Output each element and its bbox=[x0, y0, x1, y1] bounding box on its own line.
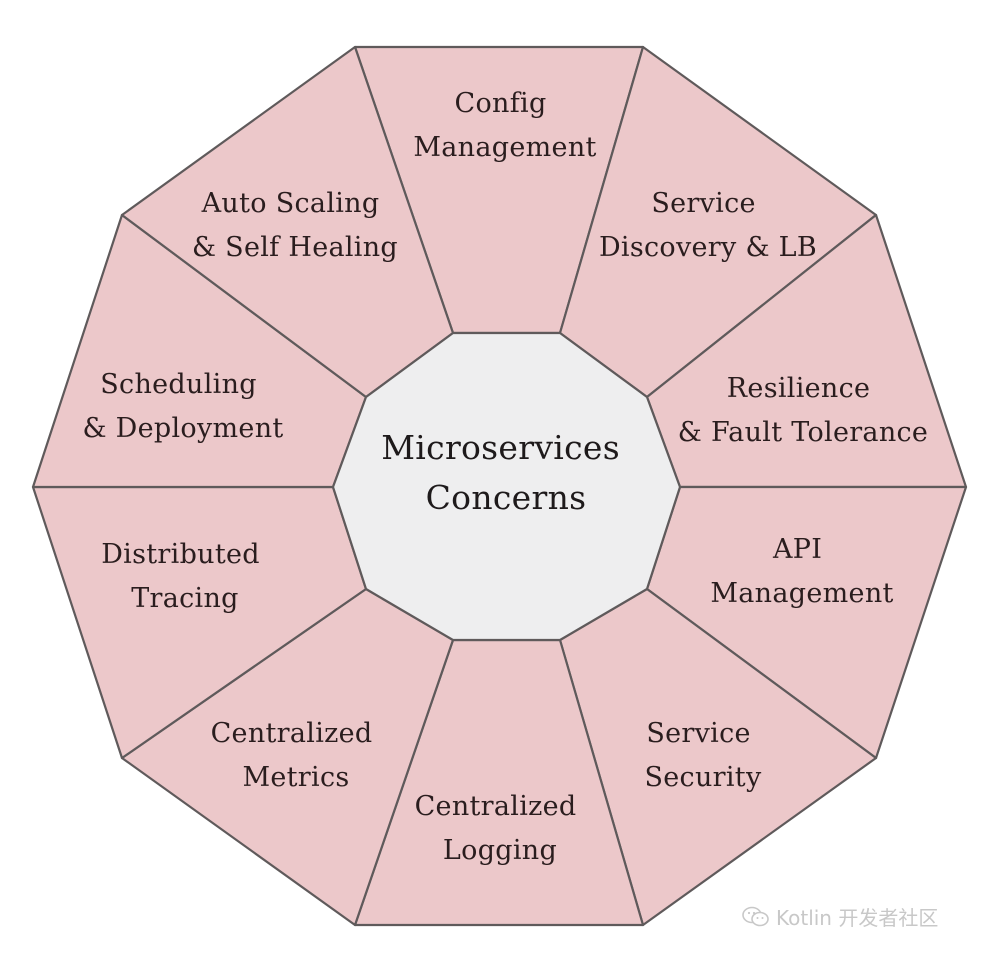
watermark-text: Kotlin 开发者社区 bbox=[776, 906, 939, 930]
center-hub: Microservices Concerns bbox=[331, 331, 682, 642]
wechat-icon bbox=[742, 906, 769, 926]
segment-label: Distributed Tracing bbox=[101, 539, 269, 614]
segment-label: Centralized Metrics bbox=[211, 718, 382, 793]
segment-label: Centralized Logging bbox=[415, 791, 586, 866]
watermark: Kotlin 开发者社区 bbox=[742, 902, 938, 931]
segment-centralized-metrics: Centralized Metrics bbox=[120, 587, 455, 927]
segment-label: Scheduling & Deployment bbox=[82, 369, 283, 444]
segment-ring: Config Management Service Discovery & LB… bbox=[31, 45, 968, 927]
segment-label: Config Management bbox=[413, 88, 596, 163]
segment-label: API Management bbox=[710, 534, 893, 609]
center-title: Microservices Concerns bbox=[381, 428, 631, 517]
segment-label: Auto Scaling & Self Healing bbox=[192, 188, 398, 263]
segment-label: Service Discovery & LB bbox=[599, 188, 817, 263]
segment-service-discovery-lb: Service Discovery & LB bbox=[558, 45, 878, 399]
segment-centralized-logging: Centralized Logging bbox=[353, 638, 645, 927]
segment-service-security: Service Security bbox=[558, 587, 878, 927]
segment-scheduling-deployment: Scheduling & Deployment bbox=[31, 213, 368, 489]
segment-label: Resilience & Fault Tolerance bbox=[678, 373, 928, 448]
segment-distributed-tracing: Distributed Tracing bbox=[31, 485, 368, 760]
segment-api-management: API Management bbox=[645, 485, 968, 760]
segment-auto-scaling-self-healing: Auto Scaling & Self Healing bbox=[120, 45, 455, 399]
segment-label: Service Security bbox=[644, 718, 761, 793]
center-shape bbox=[331, 331, 682, 642]
